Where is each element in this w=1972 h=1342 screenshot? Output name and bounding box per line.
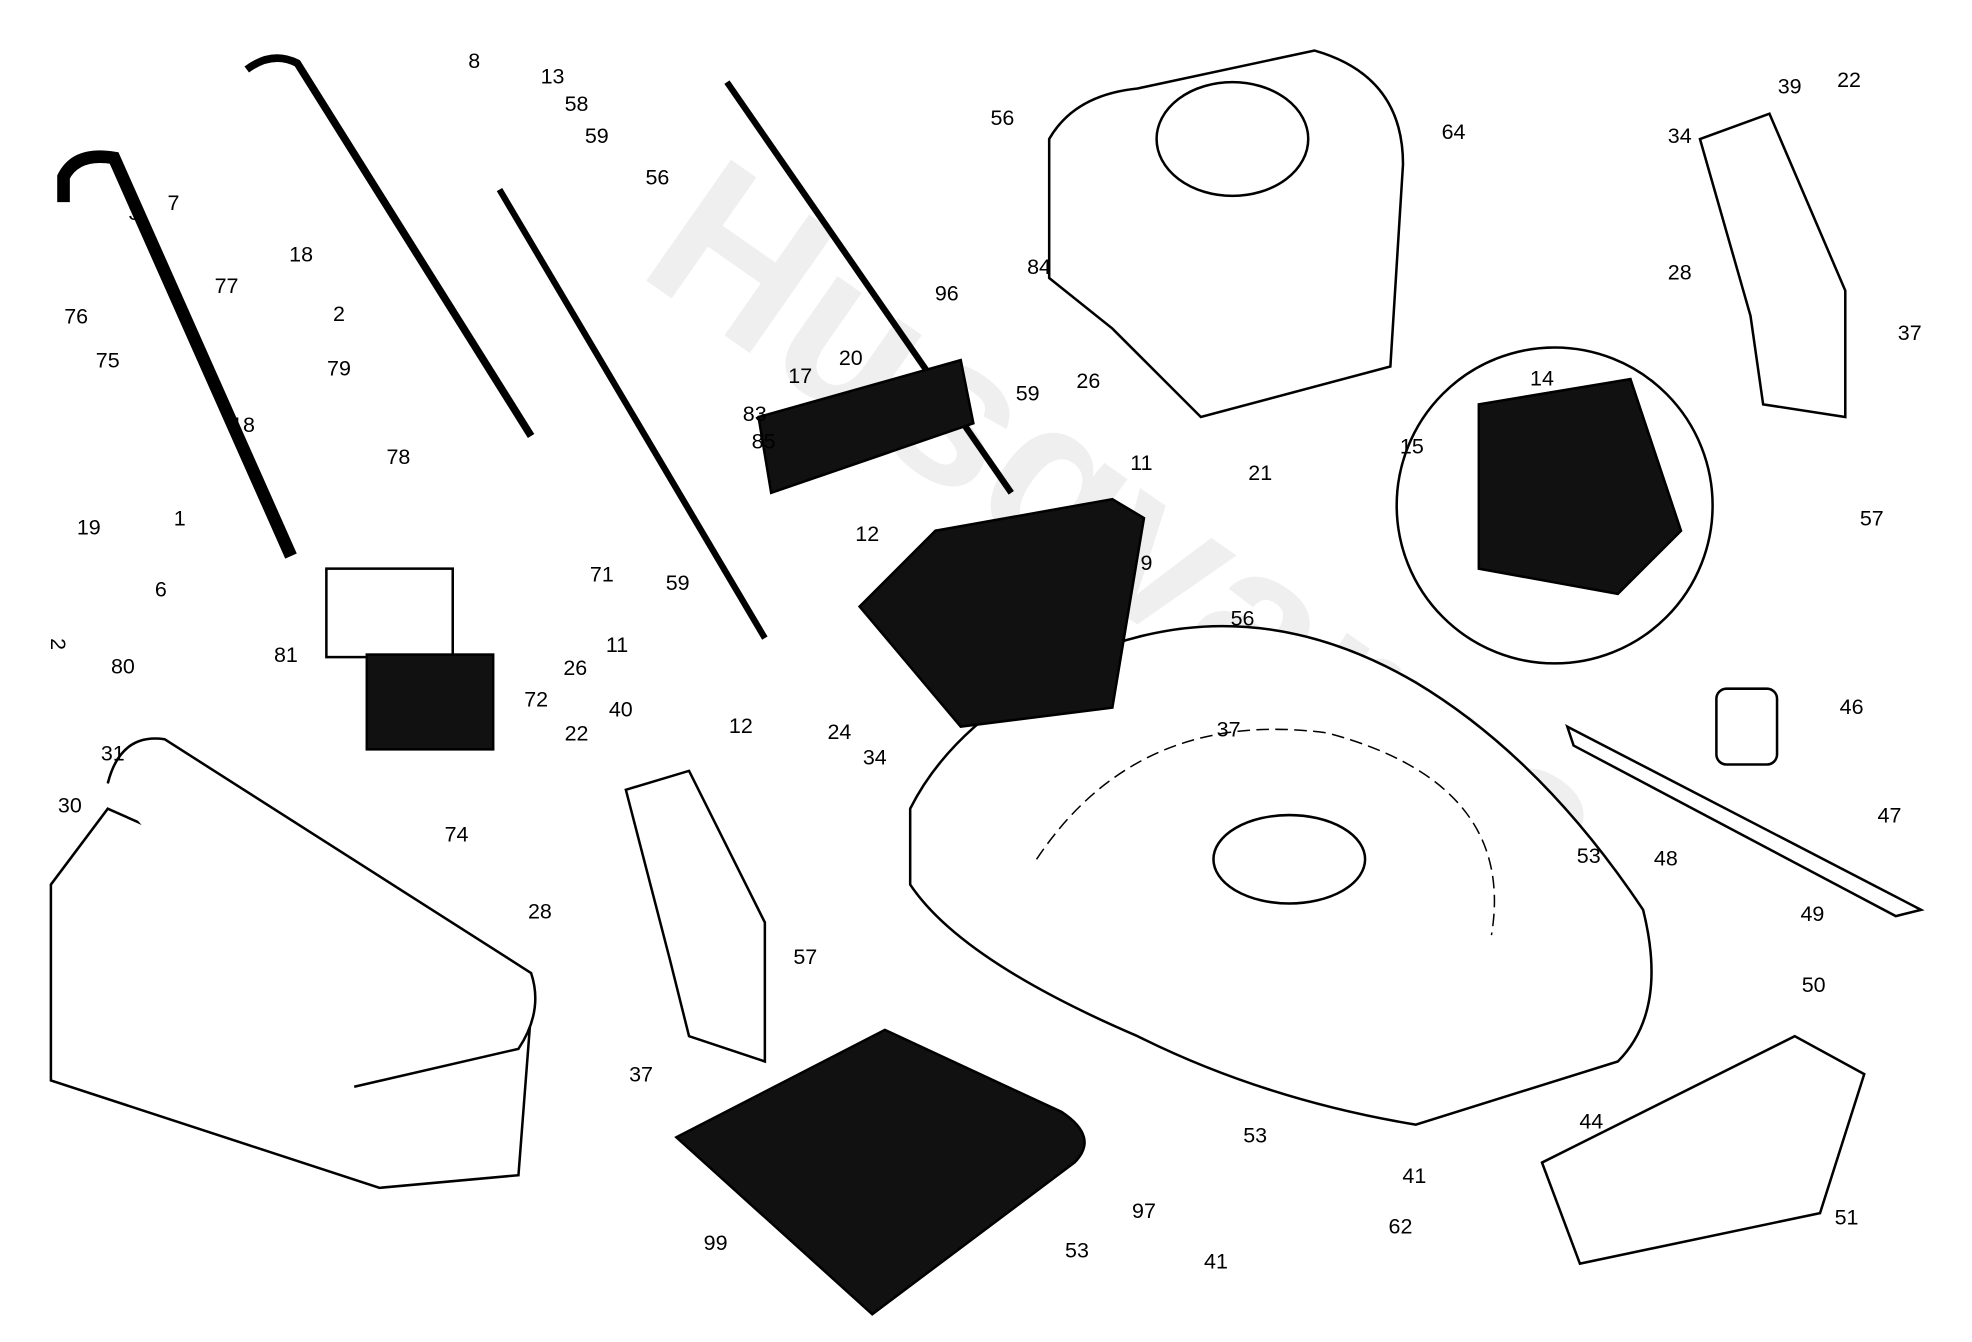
part-callout-72: 72 xyxy=(524,687,548,711)
part-callout-74: 74 xyxy=(445,823,469,847)
part-callout-15: 15 xyxy=(1400,435,1424,459)
part-callout-12: 12 xyxy=(855,522,879,546)
part-callout-99: 99 xyxy=(704,1231,728,1255)
part-callout-3: 3 xyxy=(128,201,140,225)
part-callout-18: 18 xyxy=(289,243,313,267)
rear-skirt xyxy=(674,1028,1086,1316)
part-callout-58: 58 xyxy=(565,92,589,116)
part-callout-34: 34 xyxy=(863,746,887,770)
handle xyxy=(57,54,1014,640)
part-callout-46: 46 xyxy=(1840,695,1864,719)
part-callout-11: 11 xyxy=(1130,451,1152,475)
side-mark: 2 xyxy=(46,638,70,650)
part-callout-49: 49 xyxy=(1800,902,1824,926)
part-callout-41: 41 xyxy=(1402,1164,1426,1188)
part-callout-97: 97 xyxy=(1132,1199,1156,1223)
part-callout-96: 96 xyxy=(935,282,959,306)
part-callout-84: 84 xyxy=(1027,255,1051,279)
part-callout-59: 59 xyxy=(666,571,690,595)
blade-adapter xyxy=(1715,687,1779,766)
part-callout-59: 59 xyxy=(1016,382,1040,406)
part-callout-57: 57 xyxy=(1860,507,1884,531)
part-callout-71: 71 xyxy=(590,562,614,586)
part-callout-26: 26 xyxy=(563,656,587,680)
battery-charger-box xyxy=(325,567,455,659)
rear-flap xyxy=(757,358,975,495)
part-callout-6: 6 xyxy=(155,577,167,601)
part-callout-64: 64 xyxy=(1442,120,1466,144)
discharge-flap xyxy=(857,497,1146,728)
part-callout-78: 78 xyxy=(386,445,410,469)
part-callout-47: 47 xyxy=(1878,804,1902,828)
grass-bag xyxy=(49,737,537,1190)
part-callout-26: 26 xyxy=(1076,369,1100,393)
part-callout-80: 80 xyxy=(111,655,135,679)
part-callout-44: 44 xyxy=(1579,1109,1603,1133)
part-callout-31: 31 xyxy=(101,742,125,766)
part-callout-17: 17 xyxy=(788,364,812,388)
part-callout-22: 22 xyxy=(565,722,589,746)
part-callout-53: 53 xyxy=(1065,1238,1089,1262)
part-callout-37: 37 xyxy=(1898,321,1922,345)
part-callout-41: 41 xyxy=(1204,1250,1228,1274)
part-callout-56: 56 xyxy=(646,165,670,189)
part-callout-56: 56 xyxy=(1231,607,1255,631)
part-callout-19: 19 xyxy=(77,516,101,540)
engine xyxy=(1047,49,1405,419)
part-callout-51: 51 xyxy=(1835,1205,1859,1229)
battery xyxy=(365,653,495,751)
part-callout-62: 62 xyxy=(1389,1214,1413,1238)
part-callout-18: 18 xyxy=(231,413,255,437)
part-callout-13: 13 xyxy=(541,64,565,88)
part-callout-28: 28 xyxy=(1668,260,1692,284)
part-callout-21: 21 xyxy=(1248,461,1272,485)
part-callout-39: 39 xyxy=(1778,75,1802,99)
part-callout-59: 59 xyxy=(585,124,609,148)
part-callout-79: 79 xyxy=(327,356,351,380)
part-callout-34: 34 xyxy=(1668,124,1692,148)
part-callout-40: 40 xyxy=(609,697,633,721)
part-callout-53: 53 xyxy=(1577,844,1601,868)
mulch-plug xyxy=(1540,1034,1866,1266)
part-callout-11: 11 xyxy=(606,633,628,657)
mower-deck xyxy=(908,624,1653,1126)
part-callout-12: 12 xyxy=(729,714,753,738)
part-callout-20: 20 xyxy=(839,346,863,370)
part-callout-56: 56 xyxy=(990,106,1014,130)
part-callout-30: 30 xyxy=(58,794,82,818)
part-callout-37: 37 xyxy=(1217,718,1241,742)
blade xyxy=(1565,724,1925,918)
height-adjuster-right xyxy=(1698,112,1847,419)
part-callout-9: 9 xyxy=(1141,551,1153,575)
part-callout-28: 28 xyxy=(528,900,552,924)
part-callout-24: 24 xyxy=(827,720,851,744)
part-callout-53: 53 xyxy=(1243,1123,1267,1147)
part-callout-8: 8 xyxy=(468,49,480,73)
part-callout-76: 76 xyxy=(64,304,88,328)
part-callout-2: 2 xyxy=(333,302,345,326)
part-callout-22: 22 xyxy=(1837,68,1861,92)
part-callout-81: 81 xyxy=(274,643,298,667)
part-callout-1: 1 xyxy=(174,507,186,531)
part-callout-83: 83 xyxy=(743,402,767,426)
part-callout-77: 77 xyxy=(215,274,239,298)
part-callout-14: 14 xyxy=(1530,366,1554,390)
part-callout-50: 50 xyxy=(1802,973,1826,997)
height-adjuster-left xyxy=(624,769,767,1064)
part-callout-85: 85 xyxy=(752,430,776,454)
part-callout-75: 75 xyxy=(96,349,120,373)
part-callout-48: 48 xyxy=(1654,847,1678,871)
part-callout-7: 7 xyxy=(167,191,179,215)
part-callout-37: 37 xyxy=(629,1063,653,1087)
part-callout-57: 57 xyxy=(793,945,817,969)
